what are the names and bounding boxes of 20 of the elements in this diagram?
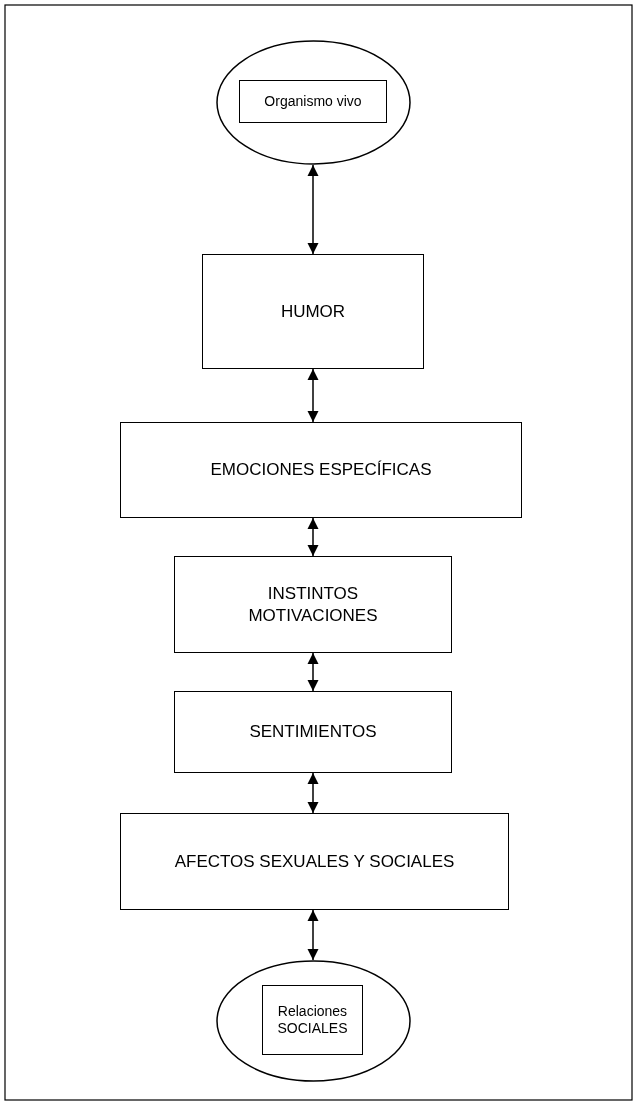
label-box — [262, 985, 363, 1055]
process-box — [174, 691, 452, 773]
double-arrow — [307, 164, 319, 255]
process-box — [174, 556, 452, 653]
label-box — [239, 80, 387, 123]
box-label: INSTINTOS MOTIVACIONES — [247, 583, 379, 626]
box-label: Relaciones SOCIALES — [276, 1002, 349, 1038]
box-label: Organismo vivo — [264, 92, 362, 111]
process-box — [120, 422, 522, 518]
box-label: SENTIMIENTOS — [249, 721, 377, 743]
box-label: HUMOR — [280, 300, 346, 323]
double-arrow — [307, 652, 319, 692]
double-arrow — [307, 772, 319, 814]
double-arrow — [307, 368, 319, 423]
double-arrow — [307, 909, 319, 961]
process-box — [120, 813, 509, 910]
box-label: AFECTOS SEXUALES Y SOCIALES — [174, 850, 455, 873]
process-box — [202, 254, 424, 369]
box-label: EMOCIONES ESPECÍFICAS — [210, 459, 432, 481]
double-arrow — [307, 517, 319, 557]
